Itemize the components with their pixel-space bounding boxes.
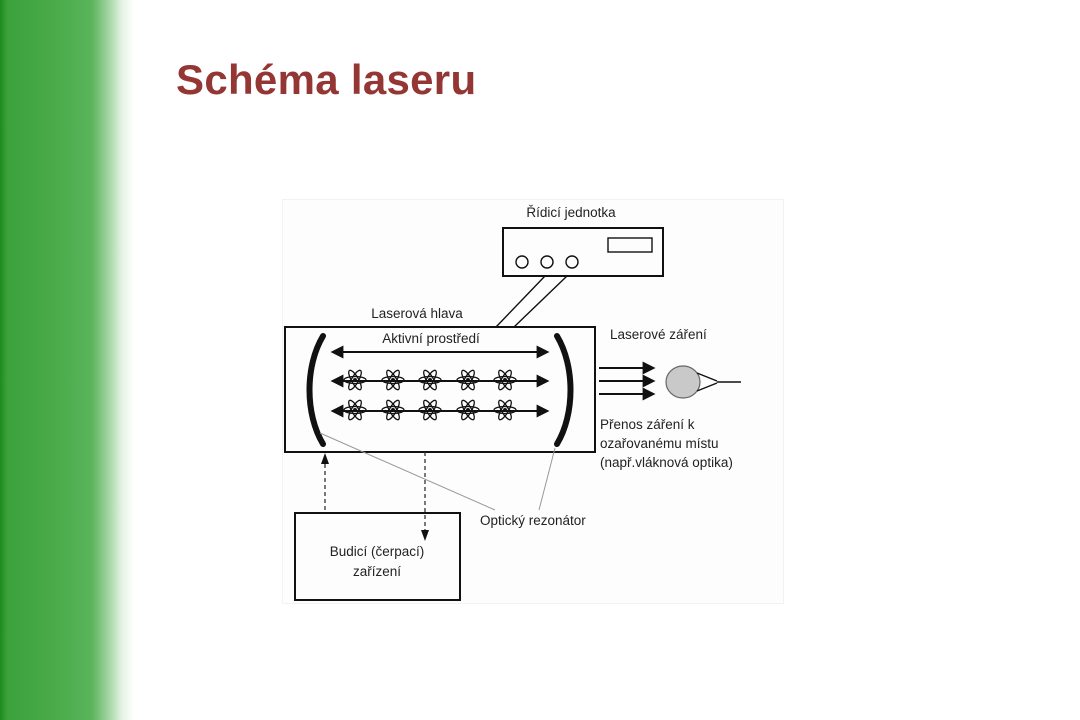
right-mirror — [554, 333, 574, 447]
laser-head-box — [284, 326, 596, 453]
laser-head-label: Laserová hlava — [371, 306, 463, 321]
control-unit-box — [502, 227, 664, 277]
left-accent-bar — [0, 0, 134, 720]
control-unit-label: Řídicí jednotka — [526, 205, 616, 220]
pump-arrow-up — [321, 453, 329, 464]
resonator-pointer-line — [319, 432, 496, 511]
pump-label-line1: Budicí (čerpací) — [330, 544, 425, 559]
control-cable-line — [495, 275, 546, 328]
left-mirror — [306, 333, 326, 447]
focusing-lens — [665, 365, 701, 399]
pump-device-box — [294, 512, 461, 601]
control-unit-display — [607, 237, 653, 253]
transmission-label-line3: (např.vláknová optika) — [600, 455, 733, 470]
indicator-light-icon — [540, 255, 554, 269]
transmission-label-line2: ozařovanému místu — [600, 436, 719, 451]
indicator-light-icon — [565, 255, 579, 269]
beam-cone-line — [696, 372, 718, 392]
resonator-label: Optický rezonátor — [480, 513, 586, 528]
laser-schematic-svg: Řídicí jednotka Laserová hlava Aktivní p… — [284, 205, 741, 601]
active-medium-label: Aktivní prostředí — [382, 331, 480, 346]
resonator-pointer-line — [538, 447, 556, 511]
indicator-light-icon — [515, 255, 529, 269]
transmission-label-line1: Přenos záření k — [600, 417, 695, 432]
laser-schematic-diagram: Řídicí jednotka Laserová hlava Aktivní p… — [283, 200, 783, 603]
laser-radiation-label: Laserové záření — [610, 327, 707, 342]
slide-title: Schéma laseru — [176, 56, 477, 103]
pump-arrow-down — [421, 530, 429, 541]
pump-label-line2: zařízení — [353, 564, 401, 579]
control-cable-line — [513, 275, 568, 328]
